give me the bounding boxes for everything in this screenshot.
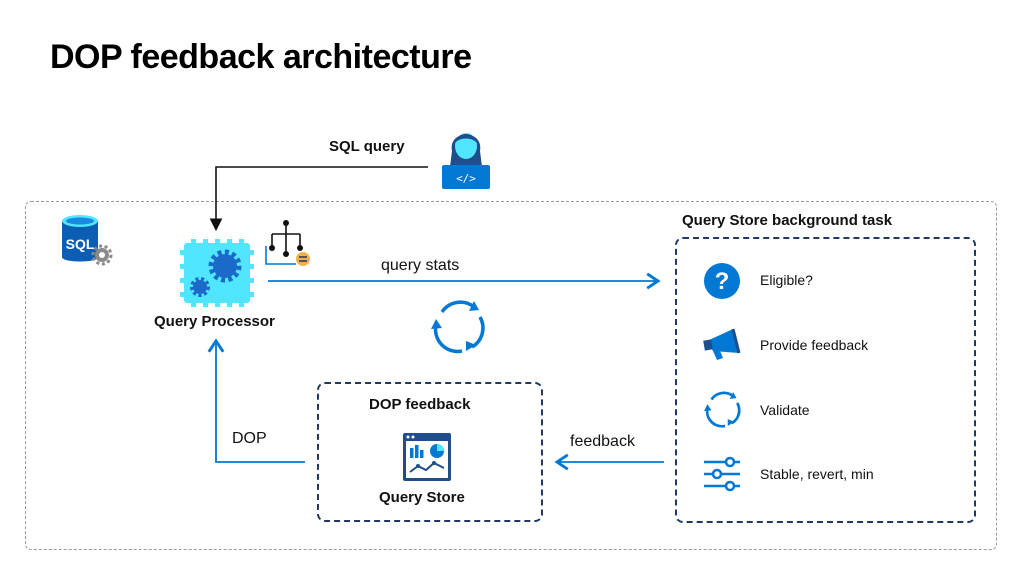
step-validate-label: Validate xyxy=(760,402,810,418)
query-stats-label: query stats xyxy=(381,257,460,274)
dop-arrow xyxy=(207,338,305,463)
feedback-label: feedback xyxy=(570,433,635,450)
svg-text:</>: </> xyxy=(456,172,476,185)
megaphone-icon xyxy=(703,328,741,360)
execution-plan-icon xyxy=(265,220,310,266)
query-processor-icon xyxy=(180,239,254,307)
sliders-icon xyxy=(704,456,740,492)
query-store-label: Query Store xyxy=(379,489,465,506)
sql-query-arrow xyxy=(209,166,428,232)
query-store-dashboard-icon xyxy=(403,433,451,481)
feedback-cycle-icon xyxy=(431,300,485,354)
svg-text:?: ? xyxy=(715,268,730,295)
dop-feedback-title: DOP feedback xyxy=(369,396,471,413)
step-stable-label: Stable, revert, min xyxy=(760,466,874,482)
dop-label: DOP xyxy=(232,430,267,447)
question-icon: ? xyxy=(704,263,740,299)
sql-database-icon: SQL xyxy=(62,215,113,266)
sql-icon-text: SQL xyxy=(66,236,95,252)
step-eligible-label: Eligible? xyxy=(760,272,813,288)
sql-server-boundary xyxy=(25,201,997,550)
qs-background-task-box xyxy=(675,237,976,523)
dop-feedback-box xyxy=(317,382,543,522)
refresh-icon xyxy=(704,391,741,428)
sql-query-label: SQL query xyxy=(329,138,405,155)
query-processor-label: Query Processor xyxy=(154,313,275,330)
developer-user-icon: </> xyxy=(442,133,490,189)
qs-background-task-title: Query Store background task xyxy=(682,212,893,229)
page-title: DOP feedback architecture xyxy=(50,38,472,76)
step-provide-feedback-label: Provide feedback xyxy=(760,337,869,353)
